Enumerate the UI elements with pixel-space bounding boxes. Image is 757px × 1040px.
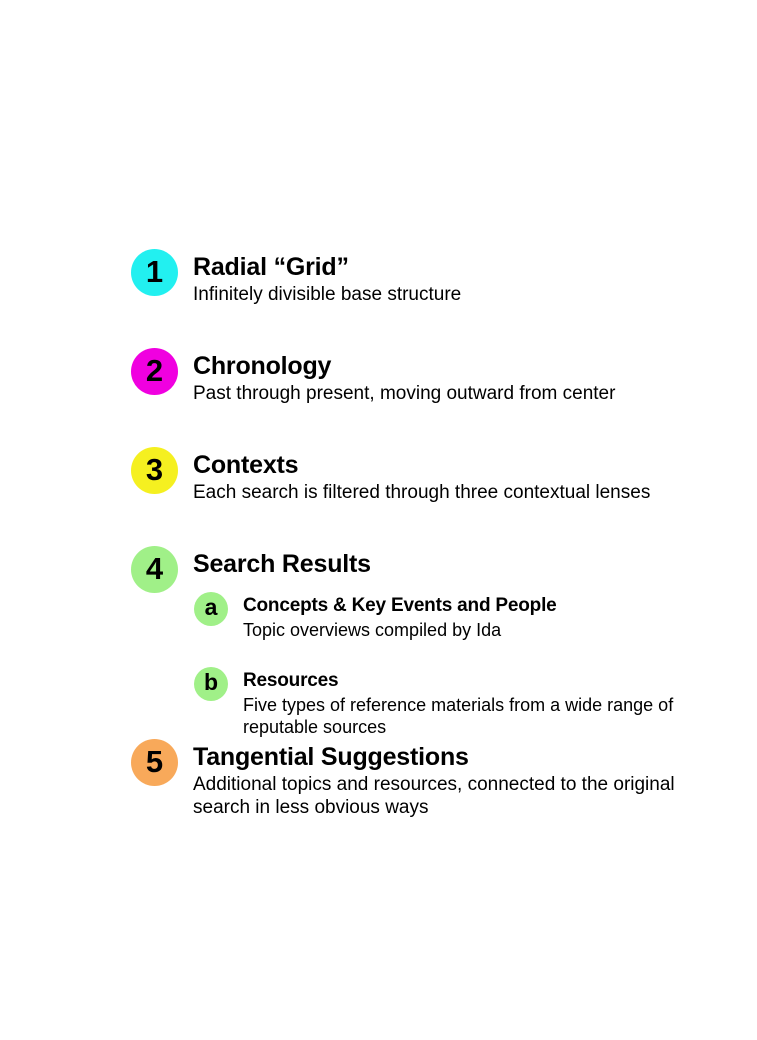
legend-item-3-description: Each search is filtered through three co… <box>193 482 651 503</box>
legend-item-1-heading: Radial “Grid” <box>193 253 349 281</box>
legend-item-5-heading: Tangential Suggestions <box>193 743 469 771</box>
legend-item-4-subitems: a Concepts & Key Events and People Topic… <box>194 592 731 738</box>
numbered-legend-list: 1 Radial “Grid” Infinitely divisible bas… <box>131 248 731 819</box>
legend-subitem-b-description: Five types of reference materials from a… <box>243 695 674 737</box>
legend-marker-1: 1 <box>131 249 178 296</box>
legend-item-5-description: Additional topics and resources, connect… <box>193 774 675 818</box>
legend-item-2: 2 Chronology Past through present, movin… <box>131 347 731 405</box>
legend-item-3: 3 Contexts Each search is filtered throu… <box>131 446 731 504</box>
legend-item-5: 5 Tangential Suggestions Additional topi… <box>131 738 731 819</box>
legend-subitem-a-description: Topic overviews compiled by Ida <box>243 620 502 640</box>
legend-subitem-a: a Concepts & Key Events and People Topic… <box>194 592 731 641</box>
legend-item-1-body: Radial “Grid” Infinitely divisible base … <box>178 248 731 306</box>
legend-subitem-b-body: Resources Five types of reference materi… <box>228 667 731 738</box>
legend-marker-a: a <box>194 592 228 626</box>
legend-marker-2: 2 <box>131 348 178 395</box>
legend-item-5-body: Tangential Suggestions Additional topics… <box>178 738 731 819</box>
legend-subitem-b-heading: Resources <box>243 670 339 691</box>
legend-item-1-description: Infinitely divisible base structure <box>193 284 462 305</box>
legend-marker-5: 5 <box>131 739 178 786</box>
legend-subitem-a-heading: Concepts & Key Events and People <box>243 595 557 616</box>
legend-subitem-b: b Resources Five types of reference mate… <box>194 667 731 738</box>
legend-item-2-description: Past through present, moving outward fro… <box>193 383 616 404</box>
legend-marker-3: 3 <box>131 447 178 494</box>
legend-item-2-body: Chronology Past through present, moving … <box>178 347 731 405</box>
legend-item-4-heading: Search Results <box>193 550 371 578</box>
legend-item-3-heading: Contexts <box>193 451 299 479</box>
legend-subitem-a-body: Concepts & Key Events and People Topic o… <box>228 592 731 641</box>
legend-marker-b: b <box>194 667 228 701</box>
legend-item-3-body: Contexts Each search is filtered through… <box>178 446 731 504</box>
legend-item-4-body: Search Results a Concepts & Key Events a… <box>178 545 731 738</box>
legend-item-2-heading: Chronology <box>193 352 332 380</box>
legend-item-4: 4 Search Results a Concepts & Key Events… <box>131 545 731 738</box>
legend-item-1: 1 Radial “Grid” Infinitely divisible bas… <box>131 248 731 306</box>
legend-marker-4: 4 <box>131 546 178 593</box>
